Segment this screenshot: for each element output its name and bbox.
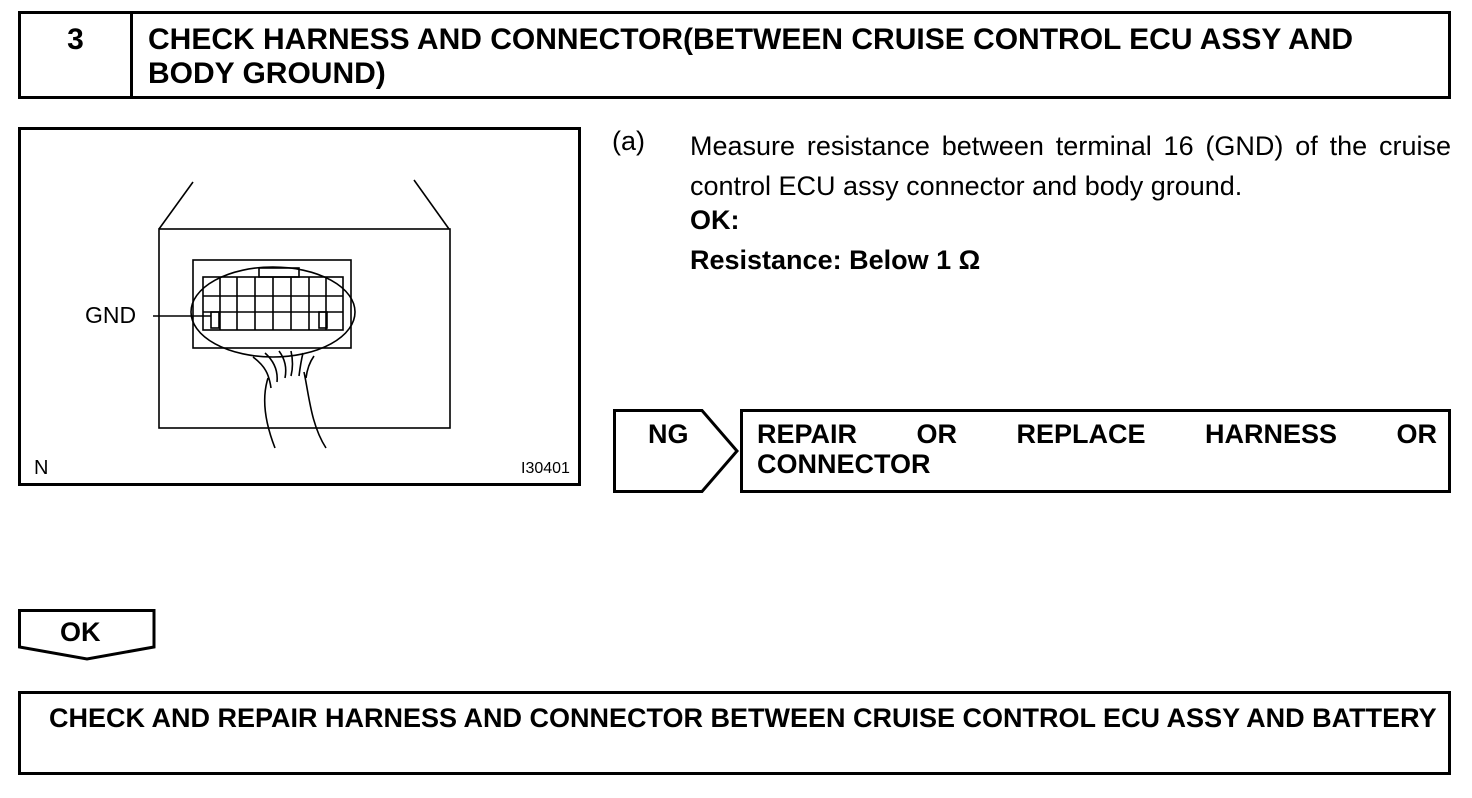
connector-diagram [153, 179, 451, 449]
ng-action-line-2: CONNECTOR [757, 449, 931, 479]
ng-action-line-1: REPAIR OR REPLACE HARNESS OR [757, 419, 1437, 449]
figure-code: I30401 [521, 460, 570, 477]
resistance-spec: Resistance: Below 1 Ω [690, 245, 981, 275]
next-step-box: CHECK AND REPAIR HARNESS AND CONNECTOR B… [18, 691, 1451, 775]
ok-arrow-icon [18, 609, 156, 661]
ng-action-box: REPAIR OR REPLACE HARNESS OR CONNECTOR [740, 409, 1451, 493]
figure-corner-mark: N [34, 457, 49, 479]
ok-criteria-label: OK: [690, 205, 740, 235]
gnd-terminal-label: GND [85, 302, 137, 328]
step-number: 3 [67, 23, 84, 56]
procedure-text: Measure resistance between terminal 16 (… [690, 131, 1451, 201]
ok-result-label: OK [60, 617, 101, 647]
step-header: 3 CHECK HARNESS AND CONNECTOR(BETWEEN CR… [18, 11, 1451, 99]
procedure-item-label: (a) [612, 126, 645, 156]
step-number-cell: 3 [21, 14, 133, 96]
connector-illustration: GND N I30401 [18, 127, 581, 486]
ng-label: NG [648, 419, 689, 449]
step-title: CHECK HARNESS AND CONNECTOR(BETWEEN CRUI… [148, 23, 1354, 90]
ng-arrow-icon [613, 409, 739, 493]
next-step-text: CHECK AND REPAIR HARNESS AND CONNECTOR B… [49, 703, 1437, 733]
